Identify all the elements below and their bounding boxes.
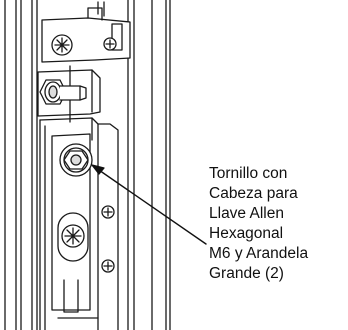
callout-line-6: Grande (2) — [209, 265, 284, 282]
top-screw — [51, 34, 73, 56]
side-screw-upper — [101, 205, 115, 219]
bottom-slot — [57, 279, 99, 319]
callout-line-3: Llave Allen — [209, 205, 284, 222]
callout-line-2: Cabeza para — [209, 185, 298, 202]
callout-label: Tornillo con Cabeza para Llave Allen Hex… — [209, 164, 345, 284]
callout-leader — [91, 164, 207, 245]
top-right-screw — [103, 37, 117, 51]
frame-outer-lines — [4, 0, 171, 330]
callout-line-1: Tornillo con — [209, 165, 288, 182]
hinge-hex-nut — [39, 79, 87, 105]
callout-line-4: Hexagonal — [209, 225, 284, 242]
hex-socket-screw-with-washer — [59, 143, 93, 177]
side-screw-lower — [101, 259, 115, 273]
slotted-flower-screw — [57, 212, 89, 262]
post-panel — [31, 0, 135, 330]
callout-line-5: M6 y Arandela — [209, 245, 309, 262]
